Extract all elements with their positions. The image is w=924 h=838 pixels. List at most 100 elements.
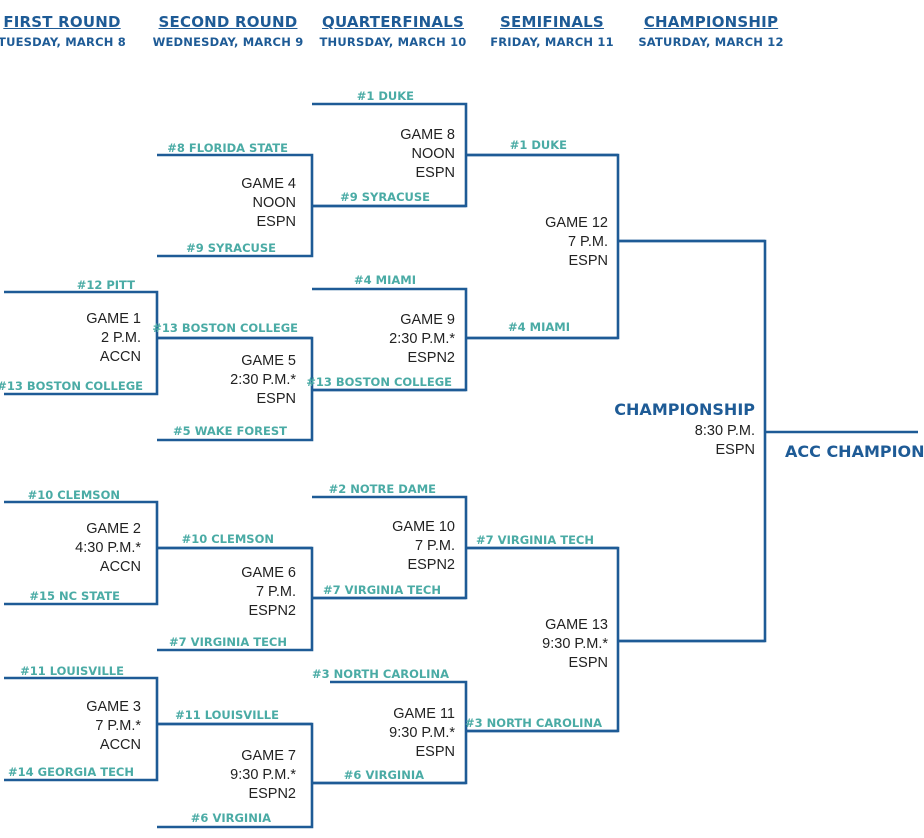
team-label: #14 GEORGIA TECH bbox=[8, 765, 134, 779]
game-time: 9:30 P.M.* bbox=[230, 767, 296, 783]
game-network: ESPN2 bbox=[248, 603, 296, 619]
bracket-championship bbox=[618, 239, 918, 643]
game-network: ESPN2 bbox=[248, 786, 296, 802]
round-date: TUESDAY, MARCH 8 bbox=[0, 35, 126, 49]
team-label: #4 MIAMI bbox=[508, 320, 570, 334]
team-label: #7 VIRGINIA TECH bbox=[476, 533, 594, 547]
game-name: GAME 11 bbox=[393, 706, 455, 722]
team-label: #11 LOUISVILLE bbox=[20, 664, 124, 678]
game-1-info: GAME 1 2 P.M. ACCN bbox=[86, 310, 141, 367]
bracket-game-12 bbox=[466, 153, 765, 340]
game-name: GAME 8 bbox=[400, 127, 455, 143]
team-label: #3 NORTH CAROLINA bbox=[312, 667, 449, 681]
game-6-info: GAME 6 7 P.M. ESPN2 bbox=[241, 564, 296, 621]
team-label: #6 VIRGINIA bbox=[343, 768, 424, 782]
game-network: ACCN bbox=[99, 349, 141, 365]
team-label: #7 VIRGINIA TECH bbox=[169, 635, 287, 649]
game-name: GAME 9 bbox=[400, 312, 455, 328]
game-network: ESPN bbox=[568, 253, 609, 269]
team-label: #15 NC STATE bbox=[29, 589, 120, 603]
game-3-info: GAME 3 7 P.M.* ACCN bbox=[86, 698, 141, 755]
game-time: 9:30 P.M.* bbox=[389, 725, 455, 741]
team-label: #9 SYRACUSE bbox=[340, 190, 430, 204]
round-title: CHAMPIONSHIP bbox=[643, 13, 779, 31]
game-network: ESPN bbox=[568, 655, 609, 671]
team-label: #13 BOSTON COLLEGE bbox=[0, 379, 143, 393]
team-label: #11 LOUISVILLE bbox=[175, 708, 279, 722]
game-name: GAME 5 bbox=[241, 353, 296, 369]
team-label: #5 WAKE FOREST bbox=[173, 424, 287, 438]
round-title: FIRST ROUND bbox=[3, 13, 121, 31]
game-name: GAME 6 bbox=[241, 565, 296, 581]
game-name: GAME 12 bbox=[545, 215, 608, 231]
header-championship: CHAMPIONSHIP SATURDAY, MARCH 12 bbox=[626, 13, 796, 49]
header-semifinals: SEMIFINALS FRIDAY, MARCH 11 bbox=[467, 13, 637, 49]
game-5-info: GAME 5 2:30 P.M.* ESPN bbox=[230, 352, 296, 409]
round-title: SEMIFINALS bbox=[500, 13, 604, 31]
game-7-info: GAME 7 9:30 P.M.* ESPN2 bbox=[230, 747, 296, 804]
acc-champion-label: ACC CHAMPION bbox=[785, 442, 924, 461]
game-12-info: GAME 12 7 P.M. ESPN bbox=[545, 214, 608, 271]
team-label: #1 DUKE bbox=[509, 138, 567, 152]
game-network: ACCN bbox=[99, 737, 141, 753]
bracket-game-13 bbox=[466, 546, 765, 733]
team-label: #2 NOTRE DAME bbox=[328, 482, 436, 496]
game-time: 7 P.M. bbox=[567, 234, 608, 250]
game-time: 2:30 P.M.* bbox=[230, 372, 296, 388]
game-name: GAME 3 bbox=[86, 699, 141, 715]
game-network: ESPN2 bbox=[407, 350, 455, 366]
game-network: ESPN bbox=[256, 391, 297, 407]
game-13-info: GAME 13 9:30 P.M.* ESPN bbox=[542, 616, 608, 673]
game-network: ESPN2 bbox=[407, 557, 455, 573]
team-label: #13 BOSTON COLLEGE bbox=[306, 375, 452, 389]
game-2-info: GAME 2 4:30 P.M.* ACCN bbox=[75, 520, 141, 577]
game-time: 2:30 P.M.* bbox=[389, 331, 455, 347]
game-name: GAME 1 bbox=[86, 311, 141, 327]
game-name: GAME 7 bbox=[241, 748, 296, 764]
header-first-round: FIRST ROUND TUESDAY, MARCH 8 bbox=[0, 13, 147, 49]
team-label: #7 VIRGINIA TECH bbox=[323, 583, 441, 597]
round-date: THURSDAY, MARCH 10 bbox=[319, 35, 467, 49]
round-title: QUARTERFINALS bbox=[322, 13, 464, 31]
game-network: ACCN bbox=[99, 559, 141, 575]
team-label: #9 SYRACUSE bbox=[186, 241, 276, 255]
game-name: GAME 2 bbox=[86, 521, 141, 537]
game-time: 9:30 P.M.* bbox=[542, 636, 608, 652]
team-label: #10 CLEMSON bbox=[181, 532, 274, 546]
game-time: NOON bbox=[411, 146, 456, 162]
game-name: GAME 10 bbox=[392, 519, 455, 535]
game-network: ESPN bbox=[415, 744, 456, 760]
team-label: #8 FLORIDA STATE bbox=[167, 141, 288, 155]
game-time: 7 P.M. bbox=[255, 584, 296, 600]
round-date: FRIDAY, MARCH 11 bbox=[490, 35, 614, 49]
game-10-info: GAME 10 7 P.M. ESPN2 bbox=[392, 518, 455, 575]
game-9-info: GAME 9 2:30 P.M.* ESPN2 bbox=[389, 311, 455, 368]
game-network: ESPN bbox=[415, 165, 456, 181]
team-label: #13 BOSTON COLLEGE bbox=[152, 321, 298, 335]
team-label: #4 MIAMI bbox=[354, 273, 416, 287]
team-label: #10 CLEMSON bbox=[27, 488, 120, 502]
team-label: #12 PITT bbox=[76, 278, 135, 292]
game-4-info: GAME 4 NOON ESPN bbox=[241, 175, 296, 232]
game-time: 7 P.M. bbox=[414, 538, 455, 554]
game-8-info: GAME 8 NOON ESPN bbox=[400, 126, 455, 183]
team-label: #3 NORTH CAROLINA bbox=[465, 716, 602, 730]
team-label: #1 DUKE bbox=[356, 89, 414, 103]
header-quarterfinals: QUARTERFINALS THURSDAY, MARCH 10 bbox=[308, 13, 478, 49]
game-time: NOON bbox=[252, 195, 297, 211]
header-second-round: SECOND ROUND WEDNESDAY, MARCH 9 bbox=[143, 13, 313, 49]
game-name: GAME 13 bbox=[545, 617, 608, 633]
game-network: ESPN bbox=[256, 214, 297, 230]
round-title: SECOND ROUND bbox=[158, 13, 298, 31]
game-network: ESPN bbox=[715, 442, 756, 458]
round-date: SATURDAY, MARCH 12 bbox=[638, 35, 784, 49]
game-time: 4:30 P.M.* bbox=[75, 540, 141, 556]
game-time: 8:30 P.M. bbox=[694, 423, 755, 439]
game-time: 7 P.M.* bbox=[95, 718, 141, 734]
game-time: 2 P.M. bbox=[100, 330, 141, 346]
round-date: WEDNESDAY, MARCH 9 bbox=[152, 35, 304, 49]
game-name: GAME 4 bbox=[241, 176, 296, 192]
championship-info: 8:30 P.M. ESPN bbox=[695, 422, 755, 460]
